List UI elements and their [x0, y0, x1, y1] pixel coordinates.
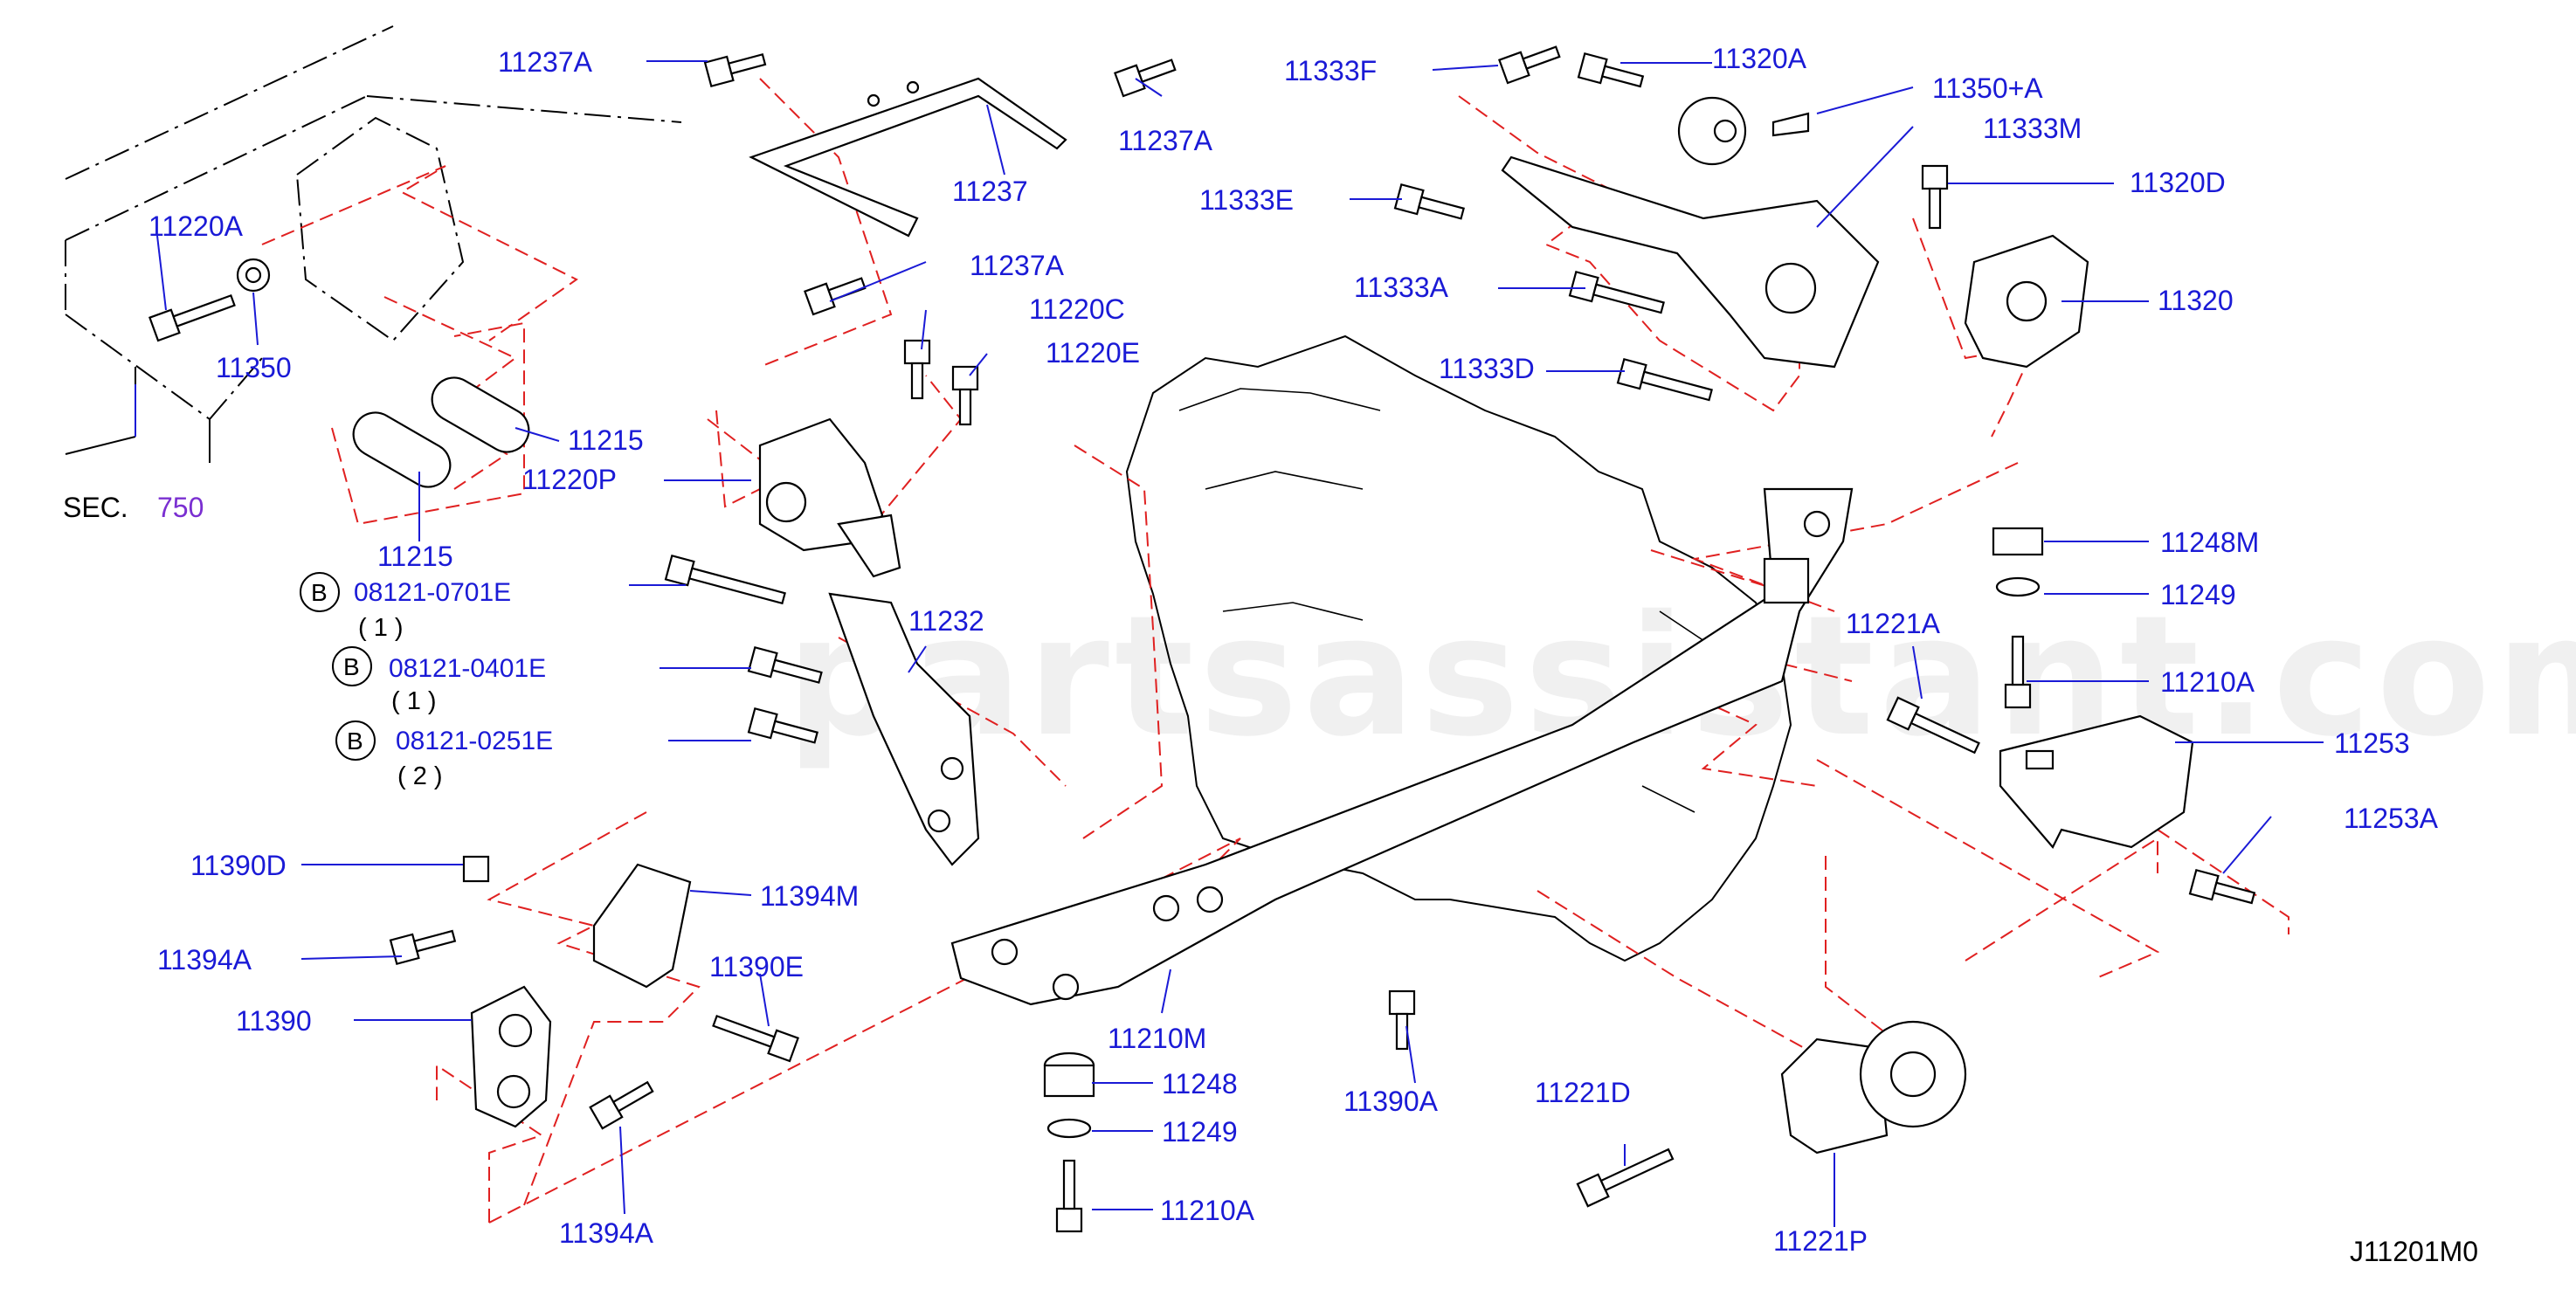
label-11237[interactable]: 11237 — [952, 176, 1028, 207]
part-11210M-member — [950, 487, 1854, 1006]
label-11237A-c[interactable]: 11237A — [970, 250, 1065, 281]
label-11220P[interactable]: 11220P — [522, 464, 617, 495]
label-11394A-a[interactable]: 11394A — [157, 944, 252, 975]
section-reference: SEC. 750 — [63, 492, 204, 523]
body-panel-outline — [65, 25, 682, 463]
label-11220E[interactable]: 11220E — [1046, 337, 1140, 369]
label-11253[interactable]: 11253 — [2334, 727, 2410, 759]
bolt-callouts: B 08121-0701E ( 1 ) B 08121-0401E ( 1 ) … — [300, 572, 553, 790]
part-11249-washer-bottom — [1046, 1118, 1092, 1139]
part-labels: 11237A 11237A 11237 11237A 11220A 11350 … — [148, 43, 2439, 1257]
b-marker-circle — [332, 646, 372, 686]
part-11248-insulator — [1043, 1051, 1095, 1098]
label-11320A[interactable]: 11320A — [1712, 43, 1807, 74]
label-11221A[interactable]: 11221A — [1846, 608, 1941, 639]
label-11220C[interactable]: 11220C — [1029, 293, 1125, 325]
part-11333M-bracket — [1501, 155, 1880, 369]
label-11215-a[interactable]: 11215 — [568, 424, 644, 456]
label-11394A-b[interactable]: 11394A — [559, 1217, 654, 1249]
part-11220P-mount — [758, 417, 901, 578]
part-11248M-insulator — [1992, 527, 2044, 556]
label-11253A[interactable]: 11253A — [2344, 803, 2439, 834]
label-11333M[interactable]: 11333M — [1983, 113, 2082, 144]
label-11220A[interactable]: 11220A — [148, 210, 244, 242]
bolt-quantity: ( 1 ) — [358, 614, 404, 642]
part-11215-plates — [352, 376, 530, 488]
b-marker-letter: B — [343, 653, 360, 680]
part-11320-insulator — [1964, 234, 2089, 369]
b-marker-circle — [300, 572, 340, 612]
label-11249-b[interactable]: 11249 — [1162, 1116, 1238, 1148]
bolt-part-number[interactable]: 08121-0251E — [396, 727, 553, 755]
section-prefix: SEC. — [63, 492, 128, 523]
part-11237-bracket — [749, 77, 1067, 238]
bolt-callout-1[interactable]: B 08121-0701E ( 1 ) — [300, 572, 511, 642]
part-11221P-mount — [1780, 1020, 1967, 1155]
label-11390[interactable]: 11390 — [236, 1005, 312, 1037]
label-11320[interactable]: 11320 — [2158, 285, 2234, 316]
part-11394M-bracket — [592, 863, 692, 989]
leader-lines — [135, 60, 2324, 1227]
label-11248[interactable]: 11248 — [1162, 1068, 1238, 1100]
label-11237A-b[interactable]: 11237A — [1118, 125, 1213, 156]
label-11320D[interactable]: 11320D — [2130, 167, 2226, 198]
label-11333F[interactable]: 11333F — [1284, 55, 1377, 86]
part-11350A-bush — [1677, 96, 1810, 166]
label-11394M[interactable]: 11394M — [760, 880, 859, 912]
part-11253-bracket — [1999, 714, 2194, 849]
label-11232[interactable]: 11232 — [908, 605, 984, 637]
bolt-quantity: ( 2 ) — [397, 762, 443, 790]
label-11210A-a[interactable]: 11210A — [2160, 666, 2255, 698]
label-11350[interactable]: 11350 — [216, 352, 292, 383]
b-marker-letter: B — [347, 727, 363, 755]
label-11221P[interactable]: 11221P — [1773, 1225, 1868, 1257]
label-11350A[interactable]: 11350+A — [1932, 72, 2043, 104]
label-11237A-a[interactable]: 11237A — [498, 46, 593, 78]
b-marker-circle — [335, 720, 376, 761]
label-11249-a[interactable]: 11249 — [2160, 579, 2236, 610]
label-11248M[interactable]: 11248M — [2160, 527, 2259, 558]
label-11215-b[interactable]: 11215 — [377, 541, 453, 572]
section-number-link[interactable]: 750 — [157, 492, 204, 523]
diagram-id-code: J11201M0 — [2350, 1236, 2478, 1267]
bolt-part-number[interactable]: 08121-0401E — [389, 654, 546, 683]
label-11333E[interactable]: 11333E — [1199, 184, 1294, 216]
part-11249-washer-top — [1995, 576, 2041, 597]
label-11390E[interactable]: 11390E — [709, 951, 804, 982]
label-11390D[interactable]: 11390D — [190, 850, 287, 881]
label-11210M[interactable]: 11210M — [1108, 1023, 1206, 1054]
part-11390-mount — [470, 985, 552, 1128]
bolt-part-number[interactable]: 08121-0701E — [354, 578, 511, 607]
label-11333A[interactable]: 11333A — [1354, 272, 1449, 303]
label-11210A-b[interactable]: 11210A — [1160, 1195, 1255, 1226]
b-marker-letter: B — [311, 579, 328, 606]
bolt-callout-2[interactable]: B 08121-0401E ( 1 ) — [332, 646, 546, 715]
bolt-callout-3[interactable]: B 08121-0251E ( 2 ) — [335, 720, 553, 790]
bolt-icons — [148, 45, 2256, 1233]
label-11390A[interactable]: 11390A — [1343, 1086, 1439, 1117]
label-11333D[interactable]: 11333D — [1439, 353, 1535, 384]
bolt-quantity: ( 1 ) — [391, 687, 437, 715]
engine-outline — [1125, 334, 1792, 962]
part-11350-washer — [236, 258, 271, 293]
part-11232-bracket — [828, 592, 980, 866]
label-11221D[interactable]: 11221D — [1535, 1077, 1631, 1108]
